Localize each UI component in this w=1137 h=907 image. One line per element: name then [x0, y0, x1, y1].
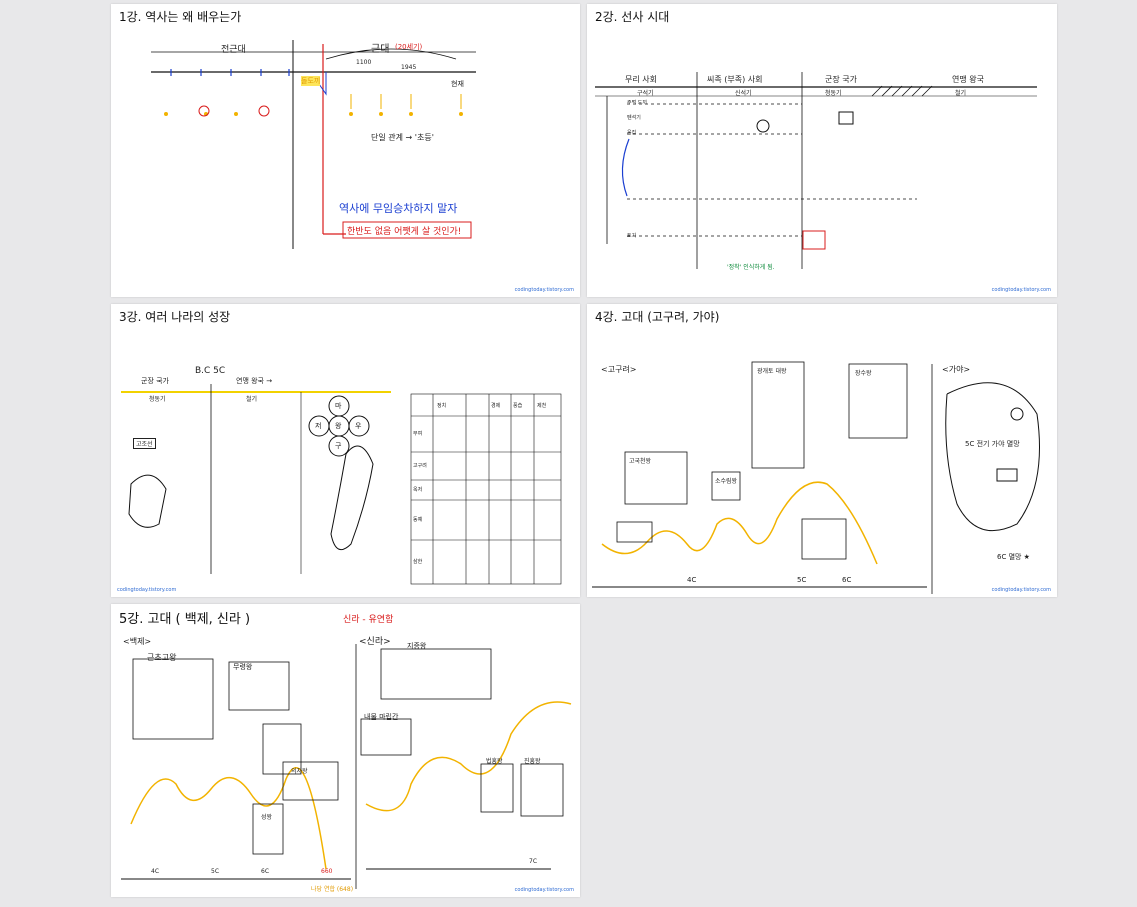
- year-660: 660: [321, 868, 333, 875]
- jangsu-label: 장수왕: [855, 370, 872, 377]
- table-header-ritual: 제천: [537, 403, 547, 409]
- gojoseon-label: 고조선: [133, 438, 156, 449]
- boxed-conclusion: 한반도 없음 어쨋게 살 것인가!: [347, 227, 462, 237]
- header-union: 연맹 왕국: [952, 75, 984, 84]
- silla-king-beopheung: 법흥왕: [486, 758, 503, 765]
- century-7c-b: 7C: [529, 858, 538, 865]
- bc5c-label: B.C 5C: [195, 366, 226, 376]
- silla-king-jinheung: 진흥왕: [524, 758, 541, 765]
- credit-2: codingtoday.tistory.com: [991, 287, 1051, 293]
- header-state: 군장 국가: [825, 75, 857, 84]
- circle-u: 우: [355, 422, 362, 430]
- sosurim-label: 소수림왕: [715, 478, 738, 485]
- lesson-1-title: 1강. 역사는 왜 배우는가: [119, 10, 242, 24]
- header-neolithic: 신석기: [735, 90, 752, 97]
- century-5c-b: 5C: [211, 868, 220, 875]
- circle-ma: 마: [335, 402, 342, 410]
- year-label-2: 1945: [401, 64, 417, 71]
- header-paleolithic: 구석기: [637, 90, 654, 97]
- king-seong: 성왕: [261, 814, 273, 821]
- footnote-alliance: 나당 연합 (648): [311, 886, 354, 893]
- lesson-5-sketch: [121, 644, 572, 889]
- king-geunchogo: 근초고왕: [147, 653, 177, 662]
- credit-5: codingtoday.tistory.com: [514, 887, 574, 893]
- credit-3: codingtoday.tistory.com: [117, 587, 177, 593]
- gaya-label: <가야>: [942, 365, 971, 374]
- modern-label: 근대: [371, 44, 390, 55]
- century-6c: 6C: [842, 576, 852, 584]
- silla-banner: 신라 - 유연함: [343, 615, 394, 625]
- baekje-label: <백제>: [123, 637, 152, 646]
- table-row-okjeo: 옥저: [413, 487, 423, 493]
- king-muryeong: 무령왕: [233, 663, 253, 671]
- lesson-3-sketch: [121, 384, 562, 585]
- credit-1: codingtoday.tistory.com: [514, 287, 574, 293]
- table-header-custom: 풍습: [513, 403, 523, 409]
- king-uija: 의자왕: [291, 768, 308, 775]
- lesson-4-sketch: [592, 361, 1040, 594]
- century-4c: 4C: [687, 576, 697, 584]
- lesson-4-panel: 4강. 고대 (고구려, 가야) <고구려> <가야> 장수왕 광개토 대왕 소…: [587, 304, 1057, 597]
- table-row-goguryeo: 고구려: [413, 463, 427, 469]
- century-4c-b: 4C: [151, 868, 160, 875]
- gunjang-label: 군장 국가: [141, 377, 169, 385]
- modern-sub-label: (20세기): [395, 43, 423, 51]
- bronze-label: 청동기: [149, 396, 166, 403]
- silla-king-jijeung: 지증왕: [407, 642, 427, 650]
- header-iron: 철기: [955, 90, 967, 97]
- lesson-2-panel: 2강. 선사 시대 무리 사회 씨족 (부족) 사회 군장 국가 연맹 왕국 구…: [587, 4, 1057, 297]
- table-row-buyeo: 부여: [413, 431, 423, 437]
- row-label-2: 뗀석기: [627, 115, 641, 121]
- table-row-samhan: 삼한: [413, 559, 423, 565]
- table-header-politics: 정치: [437, 403, 447, 409]
- answer-label: 단일 관계 → '초등': [371, 133, 434, 142]
- geunchogo-label: 고국천왕: [629, 458, 652, 465]
- yeonmaeng-label: 연맹 왕국 →: [236, 377, 273, 385]
- premodern-label: 전근대: [221, 45, 246, 55]
- gaya-note-1: 5C 전기 가야 멸망: [965, 440, 1020, 448]
- stone-label: 돌도끼: [301, 76, 321, 86]
- lesson-2-title: 2강. 선사 시대: [595, 10, 670, 24]
- lesson-5-title: 5강. 고대 ( 백제, 신라 ): [119, 612, 251, 627]
- lesson-3-title: 3강. 여러 나라의 성장: [119, 310, 231, 324]
- circle-wang: 왕: [335, 422, 342, 430]
- slogan-text: 역사에 무임승차하지 말자: [339, 202, 458, 215]
- header-bronze: 청동기: [825, 90, 842, 97]
- iron-label: 철기: [246, 396, 258, 403]
- table-row-dongye: 동예: [413, 517, 423, 523]
- table-header-economy: 경제: [491, 403, 501, 409]
- row-label-1: 주먹 도끼: [627, 100, 647, 106]
- row-label-4: 토기: [627, 233, 637, 239]
- century-6c-b: 6C: [261, 868, 270, 875]
- header-society: 무리 사회: [625, 75, 657, 84]
- footer-note: '정착' 인식하게 됨.: [727, 264, 775, 271]
- lesson-2-sketch: [595, 72, 1037, 269]
- credit-4: codingtoday.tistory.com: [991, 587, 1051, 593]
- silla-label: <신라>: [359, 637, 391, 647]
- circle-gu: 구: [335, 442, 342, 450]
- lesson-5-panel: 5강. 고대 ( 백제, 신라 ) 신라 - 유연함 <백제> <신라> 근초고…: [111, 604, 580, 897]
- silla-king-naemul: 내물 마립간: [364, 713, 399, 721]
- gaya-note-2: 6C 멸망 ★: [997, 553, 1030, 561]
- lesson-4-title: 4강. 고대 (고구려, 가야): [595, 310, 720, 324]
- circle-jeo: 저: [315, 422, 322, 430]
- header-clan: 씨족 (부족) 사회: [707, 75, 763, 84]
- present-label: 현재: [451, 80, 464, 88]
- lesson-3-panel: 3강. 여러 나라의 성장 B.C 5C 군장 국가 연맹 왕국 → 청동기 철…: [111, 304, 580, 597]
- row-label-3: 움집: [627, 130, 637, 136]
- year-label-1: 1100: [356, 59, 372, 66]
- lesson-1-panel: 1강. 역사는 왜 배우는가 전근대 근대 (20세기) 1100 1945 현…: [111, 4, 580, 297]
- gwanggaeto-label: 광개토 대왕: [757, 368, 787, 375]
- goguryeo-label: <고구려>: [601, 365, 637, 374]
- lesson-1-sketch: [151, 40, 476, 249]
- century-5c: 5C: [797, 576, 807, 584]
